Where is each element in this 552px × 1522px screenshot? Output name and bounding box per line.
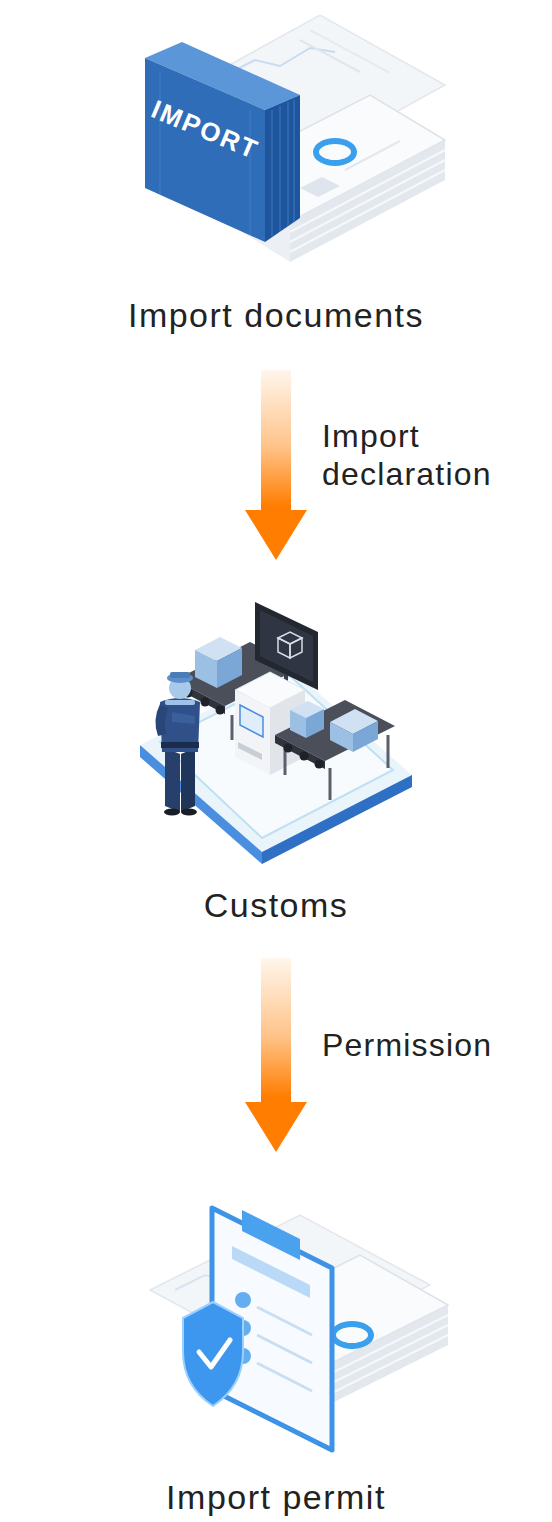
front-conveyor-part [315, 760, 324, 769]
document-pile-part [290, 170, 445, 252]
edge-label: Permission [322, 1026, 492, 1064]
shipping-container [145, 42, 300, 242]
shipping-container-part [249, 110, 251, 235]
shipping-container-part [271, 110, 273, 236]
import-permit-illustration [150, 1208, 448, 1450]
edge-label-holder: Import declaration [322, 417, 544, 493]
front-conveyor-part [284, 744, 293, 753]
step-caption: Import permit [166, 1477, 386, 1517]
customs-officer-part [165, 748, 180, 812]
front-conveyor-part [300, 752, 309, 761]
scanner-booth [235, 672, 305, 775]
shipping-container-part [287, 102, 289, 226]
document-pile-part [290, 150, 445, 232]
container-lettering: IMPORT [147, 94, 263, 166]
arrow-head [245, 510, 307, 560]
front-conveyor-part [275, 735, 325, 769]
shipping-container-part [145, 58, 265, 242]
clipboard-part [242, 1210, 300, 1260]
document-pile-part [318, 1315, 448, 1380]
document-pile-part [318, 1305, 448, 1410]
shipping-container-part [265, 95, 300, 242]
parcel-box-part [306, 709, 324, 738]
arrow-shaft [261, 370, 291, 510]
monitor-part [278, 638, 290, 658]
shield-icon-part [183, 1302, 243, 1406]
rear-conveyor-part [216, 706, 225, 715]
parcel-box [290, 701, 378, 752]
flow-arrow [245, 370, 307, 560]
illustrated-step: Import permit [0, 1152, 552, 1522]
shipping-container-part [279, 106, 281, 231]
document-pile [215, 95, 445, 262]
scanner-booth-part [235, 690, 270, 775]
shipping-container-part [159, 72, 161, 194]
scanner-booth-part [238, 742, 262, 760]
arrow-head [245, 1102, 307, 1152]
monitor-part [260, 610, 313, 682]
customs-officer-part [167, 673, 193, 683]
parcel-box-part [330, 722, 353, 752]
edge-label-holder: Permission [322, 1026, 492, 1064]
rear-conveyor-part [201, 698, 210, 707]
front-conveyor [275, 700, 395, 800]
step-caption: Import documents [128, 295, 424, 335]
label-holder: IMPORT [147, 94, 263, 166]
document-pile-part [333, 1324, 371, 1346]
shield-icon-part [199, 1340, 230, 1367]
scanner-booth-part [240, 705, 263, 737]
illustrated-step: Customs [0, 560, 552, 958]
customs-officer-part [160, 698, 200, 752]
parcel-box-part [290, 710, 306, 738]
parcel-box-part [195, 650, 217, 688]
front-conveyor-part [387, 735, 390, 768]
monitor-part [290, 638, 302, 658]
parcel-box [195, 637, 242, 688]
customs-officer-part [165, 700, 195, 705]
arrow-shaft [261, 958, 291, 1102]
parcel-box-part [353, 721, 378, 752]
front-conveyor-part [329, 768, 332, 800]
clipboard-part [257, 1335, 312, 1363]
document-pile-part [290, 160, 445, 242]
document-pile-part [316, 141, 354, 163]
clipboard-part [232, 1246, 310, 1298]
rear-conveyor-part [231, 715, 234, 740]
parcel-box-part [217, 648, 242, 688]
shield-icon [183, 1302, 243, 1406]
clipboard-part [257, 1363, 312, 1391]
customs-officer-part [181, 809, 197, 816]
customs-officer-part [161, 742, 199, 748]
flow-arrow [245, 958, 307, 1152]
customs-officer-part [172, 712, 195, 724]
document-sheet-part [310, 30, 390, 73]
customs-officer-part [164, 809, 180, 816]
platform [140, 668, 412, 864]
document-pile-part [290, 140, 445, 262]
import-documents-illustration [145, 15, 445, 262]
monitor-part [278, 632, 302, 644]
document-sheet-part [300, 40, 360, 72]
clipboard-part [235, 1292, 251, 1308]
customs-illustration [140, 602, 412, 864]
illustrated-step: Import documents [0, 0, 552, 370]
customs-officer-part [155, 704, 168, 736]
shipping-container-part [293, 100, 295, 222]
customs-officer-part [181, 748, 195, 812]
customs-officer-part [170, 672, 190, 678]
edge-label: Import declaration [322, 417, 544, 493]
customs-officer [155, 672, 200, 816]
document-pile-part [318, 1325, 448, 1390]
clipboard-part [257, 1307, 312, 1335]
document-pile-part [300, 177, 340, 197]
step-caption: Customs [204, 885, 349, 925]
platform-part [140, 668, 412, 852]
